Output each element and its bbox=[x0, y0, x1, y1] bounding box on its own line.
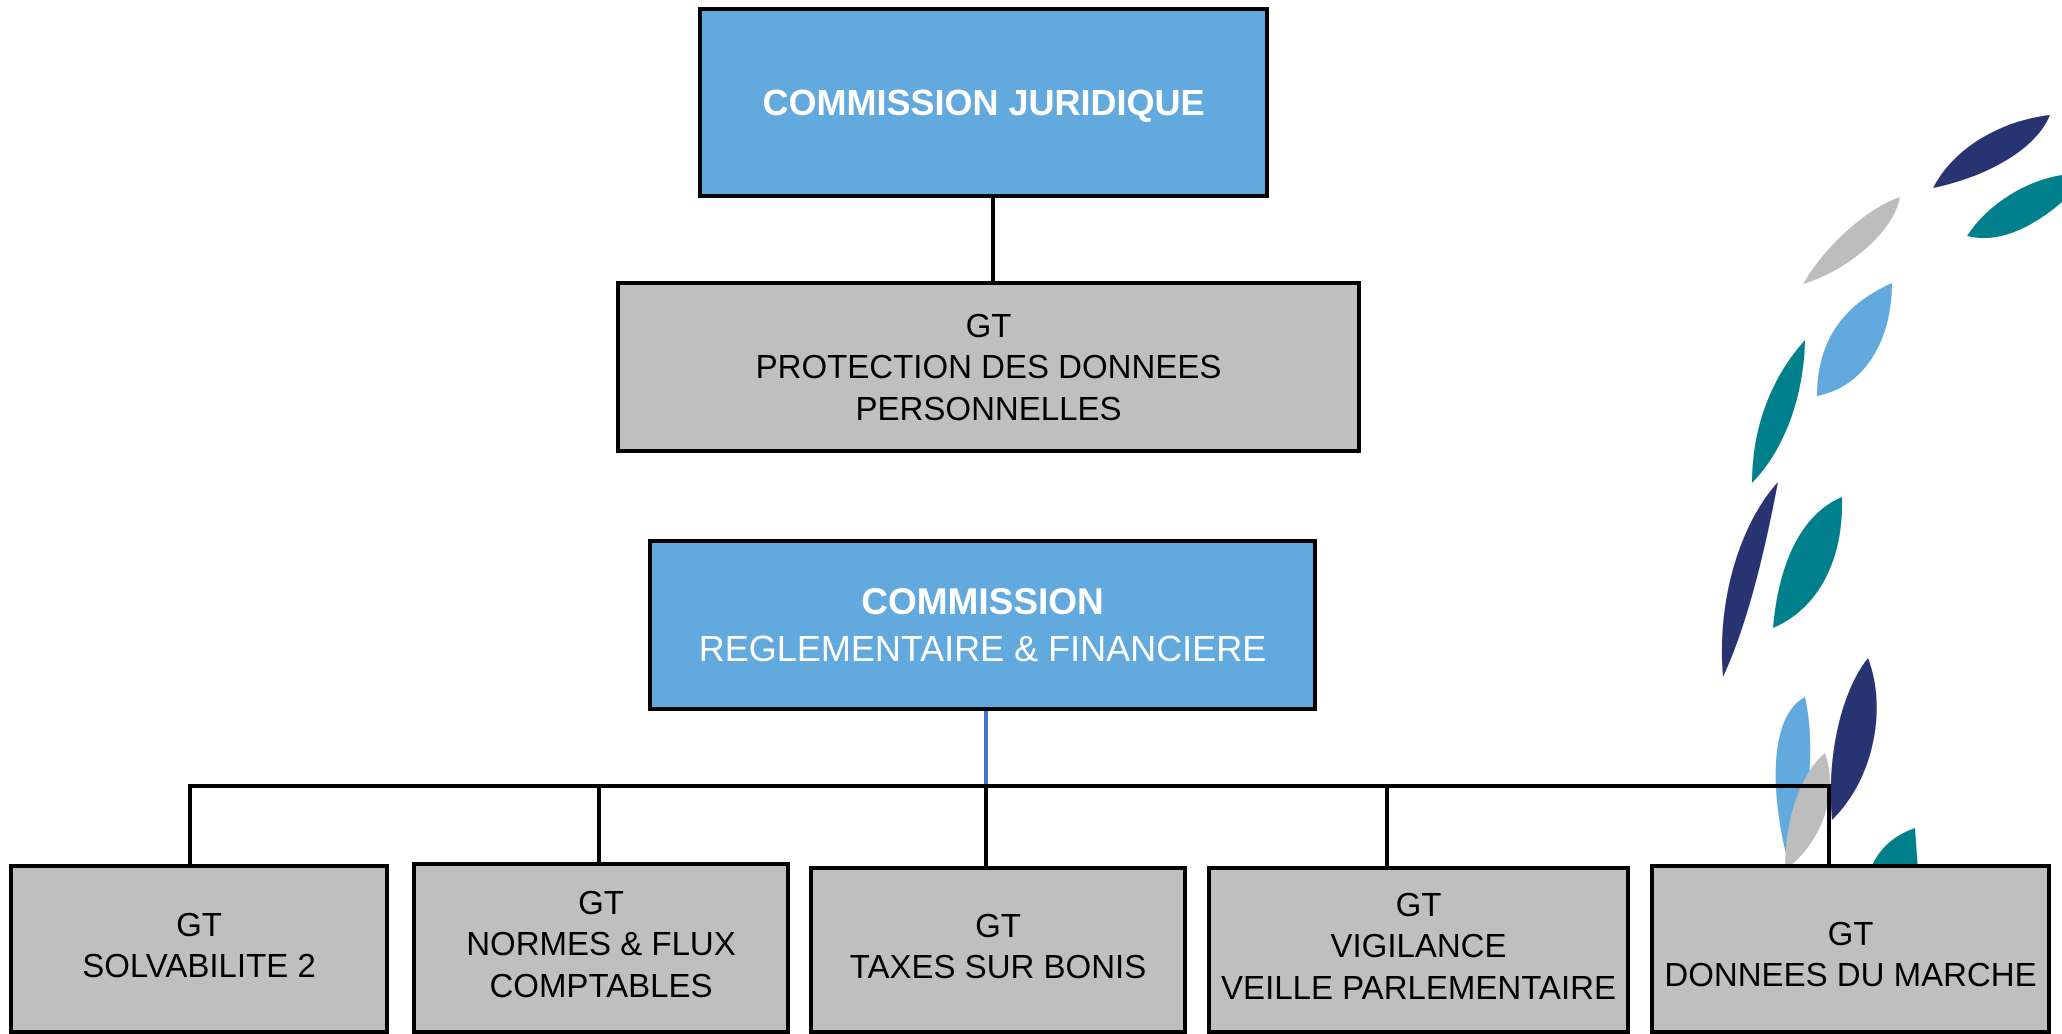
gt-solvabilite-label: GT bbox=[176, 905, 222, 943]
connector-to-donnees-marche bbox=[1827, 784, 1831, 867]
gt-protection-donnees-box: GT PROTECTION DES DONNEES PERSONNELLES bbox=[616, 281, 1361, 453]
decorative-leaf-pattern bbox=[1721, 115, 2062, 870]
gt-normes-name: NORMES & FLUX bbox=[466, 925, 736, 963]
gt-normes-label: GT bbox=[578, 884, 624, 922]
connector-to-normes bbox=[597, 784, 601, 864]
leaf-navy-3 bbox=[1830, 658, 1877, 820]
gt-taxes-bonis-box: GT TAXES SUR BONIS bbox=[809, 866, 1187, 1034]
gt-protection-name: PROTECTION DES DONNEES PERSONNELLES bbox=[755, 348, 1222, 427]
commission-juridique-box: COMMISSION JURIDIQUE bbox=[698, 7, 1269, 198]
gt-vigilance-box: GT VIGILANCE VEILLE PARLEMENTAIRE bbox=[1207, 866, 1630, 1034]
gt-solvabilite-box: GT SOLVABILITE 2 bbox=[9, 864, 389, 1034]
gt-vigilance-name-line2: VEILLE PARLEMENTAIRE bbox=[1221, 968, 1616, 1006]
gt-donnees-marche-label: GT bbox=[1827, 914, 1874, 952]
leaf-teal-4 bbox=[1870, 828, 1918, 870]
gt-solvabilite-name: SOLVABILITE 2 bbox=[82, 947, 316, 984]
leaf-light-blue-1 bbox=[1817, 283, 1892, 396]
gt-vigilance-name: VIGILANCE bbox=[1330, 927, 1507, 965]
gt-normes-flux-box: GT NORMES & FLUX COMPTABLES bbox=[412, 862, 790, 1034]
commission-juridique-title: COMMISSION JURIDIQUE bbox=[762, 82, 1205, 123]
gt-taxes-name: TAXES SUR BONIS bbox=[849, 948, 1147, 985]
gt-normes-name-line2: COMPTABLES bbox=[489, 966, 713, 1004]
gt-donnees-marche-box: GT DONNEES DU MARCHE bbox=[1650, 864, 2051, 1034]
gt-protection-label: GT bbox=[965, 307, 1012, 345]
commission-reglementaire-title: COMMISSION bbox=[861, 581, 1104, 623]
gt-donnees-marche-name: DONNEES DU MARCHE bbox=[1664, 956, 2037, 993]
connector-to-vigilance bbox=[1385, 784, 1389, 867]
leaf-teal-1 bbox=[1967, 175, 2062, 239]
leaf-light-blue-2 bbox=[1775, 697, 1811, 870]
leaf-navy-2 bbox=[1721, 482, 1778, 677]
connector-horizontal-bus bbox=[188, 784, 1831, 788]
commission-reglementaire-box: COMMISSION REGLEMENTAIRE & FINANCIERE bbox=[648, 539, 1317, 711]
gt-vigilance-label: GT bbox=[1395, 886, 1442, 924]
connector-to-solvabilite bbox=[188, 784, 192, 864]
leaf-grey-2 bbox=[1785, 753, 1831, 870]
commission-reglementaire-subtitle: REGLEMENTAIRE & FINANCIERE bbox=[698, 627, 1267, 669]
gt-taxes-label: GT bbox=[975, 906, 1021, 944]
leaf-navy-1 bbox=[1933, 115, 2050, 188]
connector-juridique-to-protection bbox=[991, 196, 995, 281]
leaf-grey-1 bbox=[1803, 197, 1900, 284]
leaf-teal-2 bbox=[1752, 340, 1805, 483]
connector-reglementaire-trunk bbox=[984, 708, 988, 787]
leaf-teal-3 bbox=[1773, 497, 1843, 628]
connector-to-taxes bbox=[984, 784, 988, 869]
